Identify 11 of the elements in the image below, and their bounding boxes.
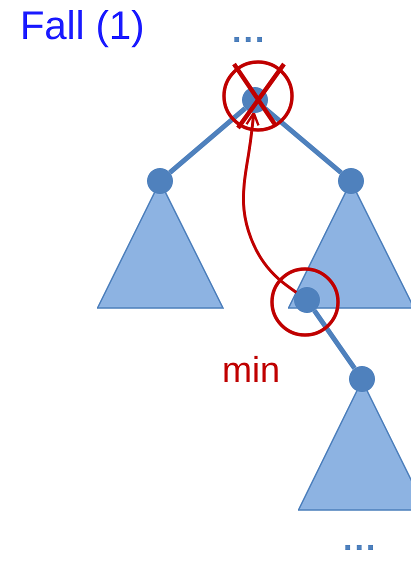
tree-node	[349, 366, 375, 392]
tree-node	[338, 168, 364, 194]
ellipsis: ...	[232, 14, 266, 48]
ellipsis: ...	[343, 522, 378, 556]
arrow	[242, 112, 298, 294]
tree-node	[147, 168, 173, 194]
tree-edge	[263, 106, 343, 175]
annotation-text: min	[222, 352, 280, 388]
tree-edge	[168, 106, 247, 174]
title: Fall (1)	[20, 6, 144, 46]
tree-edge	[312, 309, 357, 370]
